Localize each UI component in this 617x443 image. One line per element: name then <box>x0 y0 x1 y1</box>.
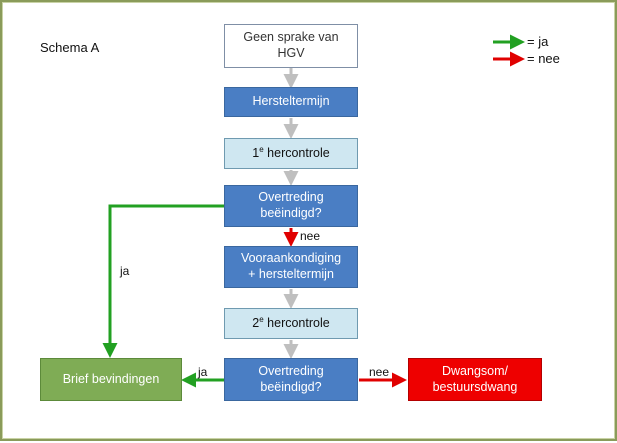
legend-ja-label: = ja <box>527 34 549 49</box>
edge-label-nee-down: nee <box>300 229 321 243</box>
node-vooraankondiging-text: Vooraankondiging + hersteltermijn <box>240 251 342 281</box>
node-brief-bevindingen: Brief bevindingen <box>40 358 182 401</box>
node-hercontrole-2-text: 2e hercontrole <box>252 315 330 331</box>
node-hercontrole-1-text: 1e hercontrole <box>252 145 330 161</box>
legend-nee-label: = nee <box>527 51 560 66</box>
node-dwangsom: Dwangsom/ bestuursdwang <box>408 358 542 401</box>
node-hercontrole-2: 2e hercontrole <box>224 308 358 339</box>
node-start-text: Geen sprake van HGV <box>243 30 339 60</box>
edge-label-nee-right: nee <box>369 365 390 379</box>
node-start: Geen sprake van HGV <box>224 24 358 68</box>
edge-label-ja-bottom: ja <box>198 365 208 379</box>
node-overtreding-1: Overtreding beëindigd? <box>224 185 358 227</box>
node-overtreding-1-text: Overtreding beëindigd? <box>258 190 324 220</box>
node-vooraankondiging: Vooraankondiging + hersteltermijn <box>224 246 358 288</box>
node-overtreding-2-text: Overtreding beëindigd? <box>258 363 324 394</box>
node-overtreding-2: Overtreding beëindigd? <box>224 358 358 401</box>
node-hercontrole-1: 1e hercontrole <box>224 138 358 169</box>
node-brief-bevindingen-text: Brief bevindingen <box>62 371 160 386</box>
diagram-title: Schema A <box>40 40 100 55</box>
edge-label-ja-vertical: ja <box>120 264 130 278</box>
node-hersteltermijn-text: Hersteltermijn <box>252 94 330 109</box>
arrow-ja-left <box>102 204 224 358</box>
node-dwangsom-text: Dwangsom/ bestuursdwang <box>432 363 518 394</box>
node-hersteltermijn: Hersteltermijn <box>224 87 358 117</box>
